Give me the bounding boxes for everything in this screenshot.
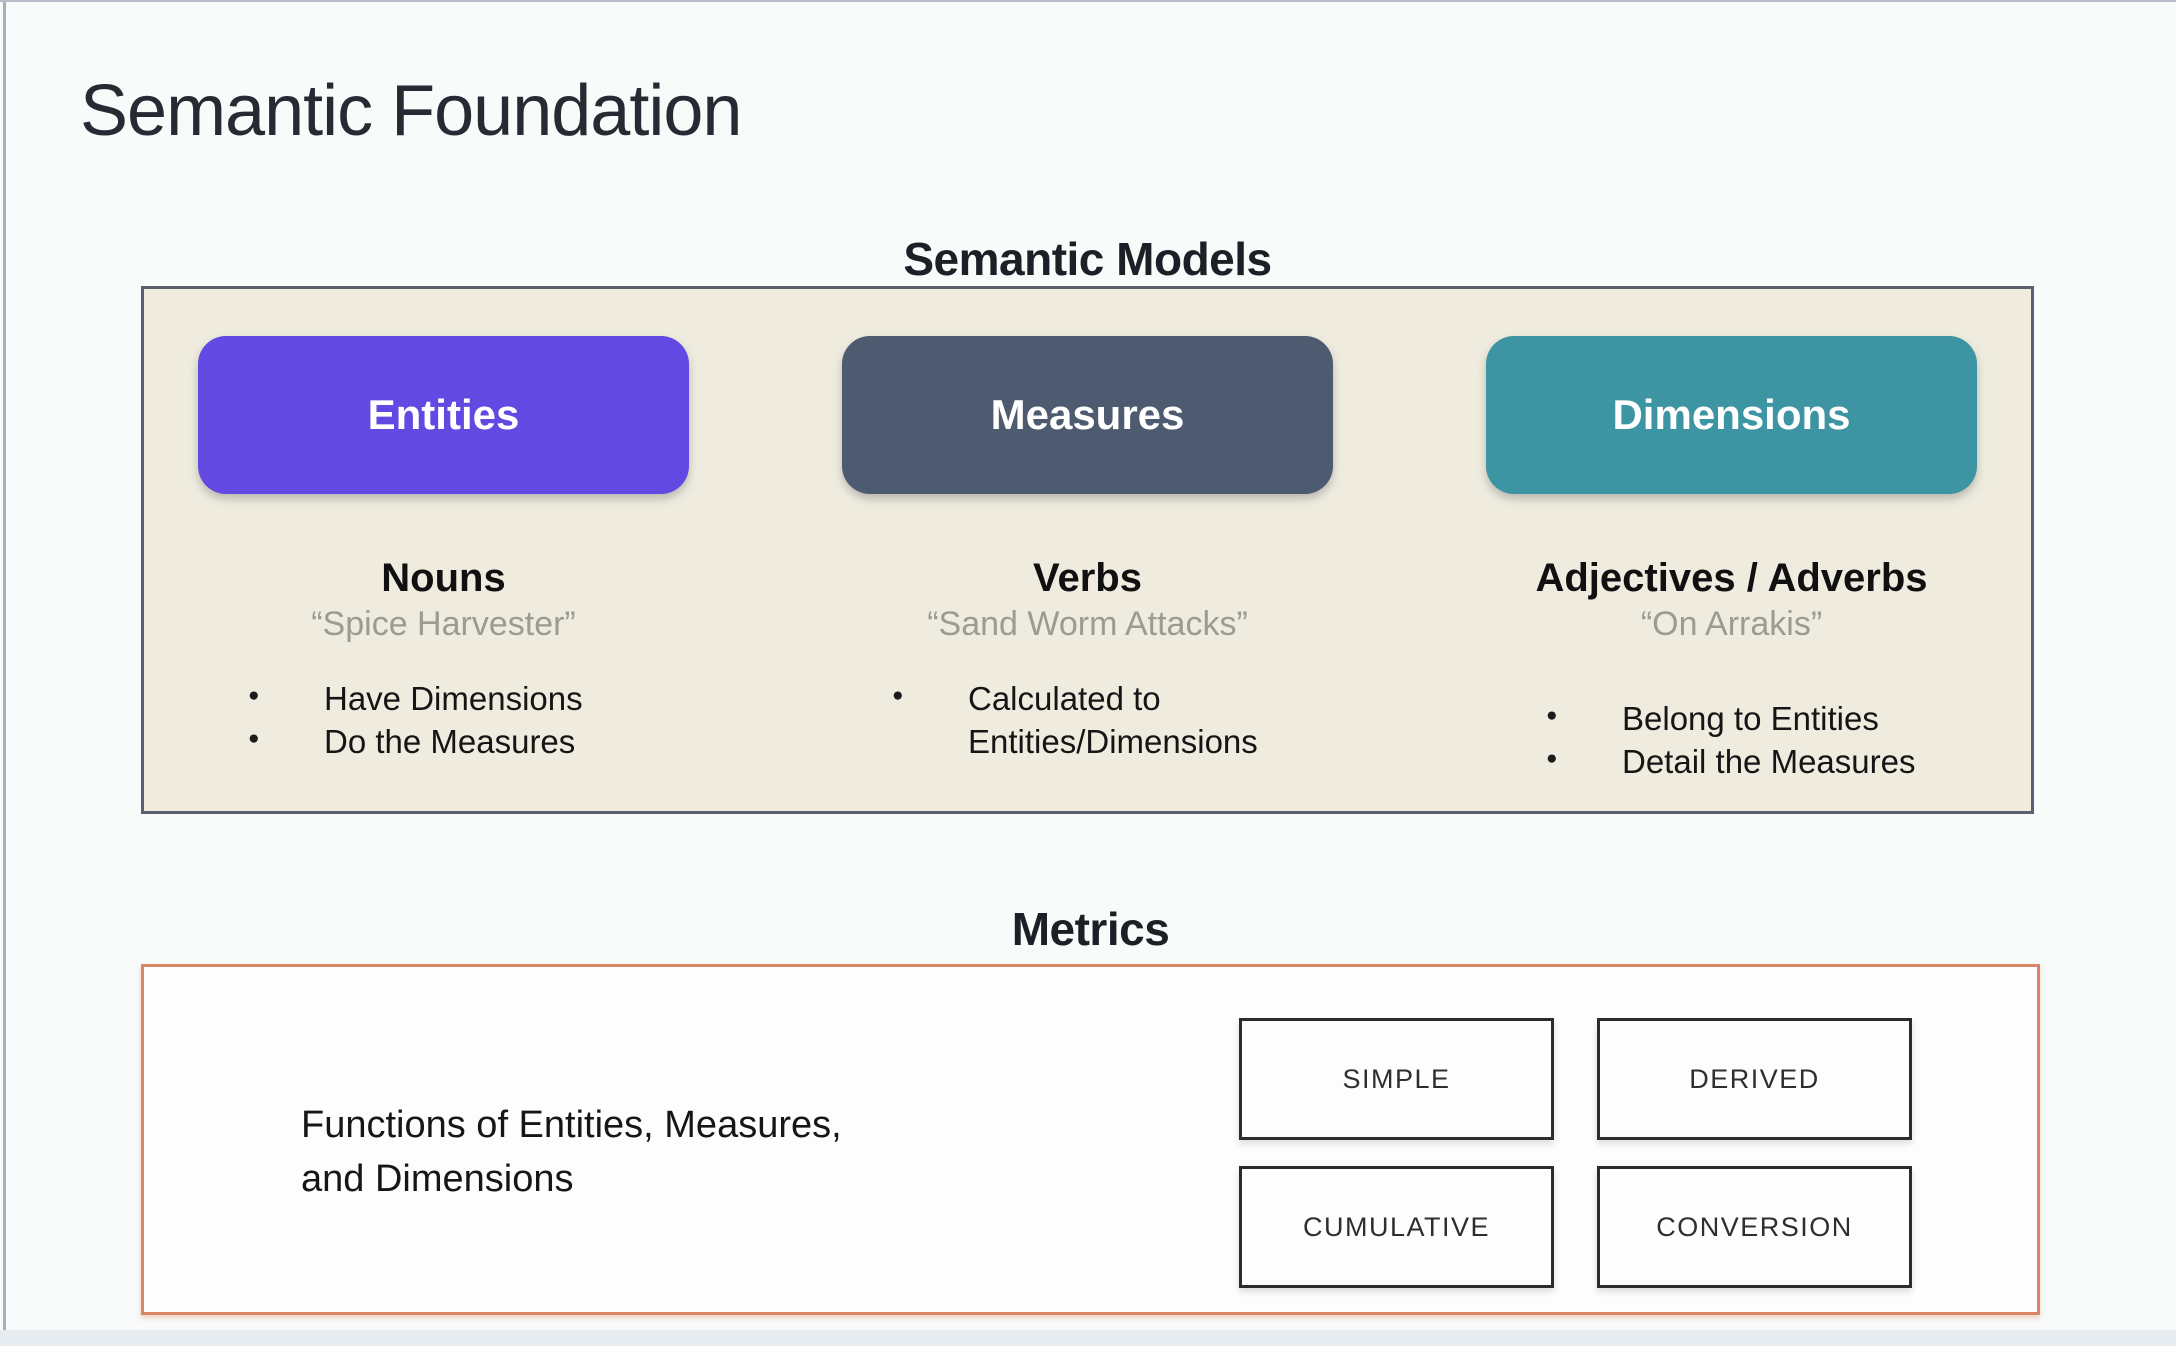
metrics-heading: Metrics [1011, 903, 1170, 955]
bullet-item: Belong to Entities [1542, 698, 1915, 741]
window-top-border [0, 0, 2176, 2]
dimensions-term-label: Adjectives / Adverbs [1535, 556, 1928, 600]
measures-column: Measures Verbs “Sand Worm Attacks” Calcu… [842, 289, 1333, 811]
metric-type-derived: DERIVED [1597, 1018, 1912, 1140]
measures-term-label: Verbs [1033, 556, 1142, 600]
bullet-item: Have Dimensions [244, 678, 583, 721]
dimensions-example-quote: “On Arrakis” [1640, 605, 1823, 643]
footer-strip [0, 1330, 2176, 1346]
entities-pill: Entities [198, 336, 689, 494]
bullet-item: Do the Measures [244, 721, 583, 764]
window-left-border [3, 0, 6, 1346]
metrics-description: Functions of Entities, Measures, and Dim… [301, 1104, 842, 1200]
bullet-item: Detail the Measures [1542, 741, 1915, 784]
measures-pill: Measures [842, 336, 1333, 494]
entities-column: Entities Nouns “Spice Harvester” Have Di… [198, 289, 689, 811]
metrics-panel: Functions of Entities, Measures, and Dim… [141, 964, 2040, 1315]
bullet-item: Calculated to Entities/Dimensions [888, 678, 1280, 764]
metric-type-conversion: CONVERSION [1597, 1166, 1912, 1288]
dimensions-column: Dimensions Adjectives / Adverbs “On Arra… [1486, 289, 1977, 811]
metric-type-simple: SIMPLE [1239, 1018, 1554, 1140]
dimensions-pill: Dimensions [1486, 336, 1977, 494]
measures-bullet-list: Calculated to Entities/Dimensions [888, 678, 1280, 764]
dimensions-bullet-list: Belong to Entities Detail the Measures [1542, 698, 1915, 784]
entities-term-label: Nouns [381, 556, 506, 600]
semantic-models-heading: Semantic Models [903, 233, 1272, 285]
page-title: Semantic Foundation [80, 71, 742, 151]
semantic-models-panel: Entities Nouns “Spice Harvester” Have Di… [141, 286, 2034, 814]
entities-example-quote: “Spice Harvester” [311, 605, 576, 643]
metric-type-grid: SIMPLE DERIVED CUMULATIVE CONVERSION [1239, 1018, 1912, 1288]
entities-bullet-list: Have Dimensions Do the Measures [244, 678, 583, 764]
metric-type-cumulative: CUMULATIVE [1239, 1166, 1554, 1288]
measures-example-quote: “Sand Worm Attacks” [927, 605, 1248, 643]
